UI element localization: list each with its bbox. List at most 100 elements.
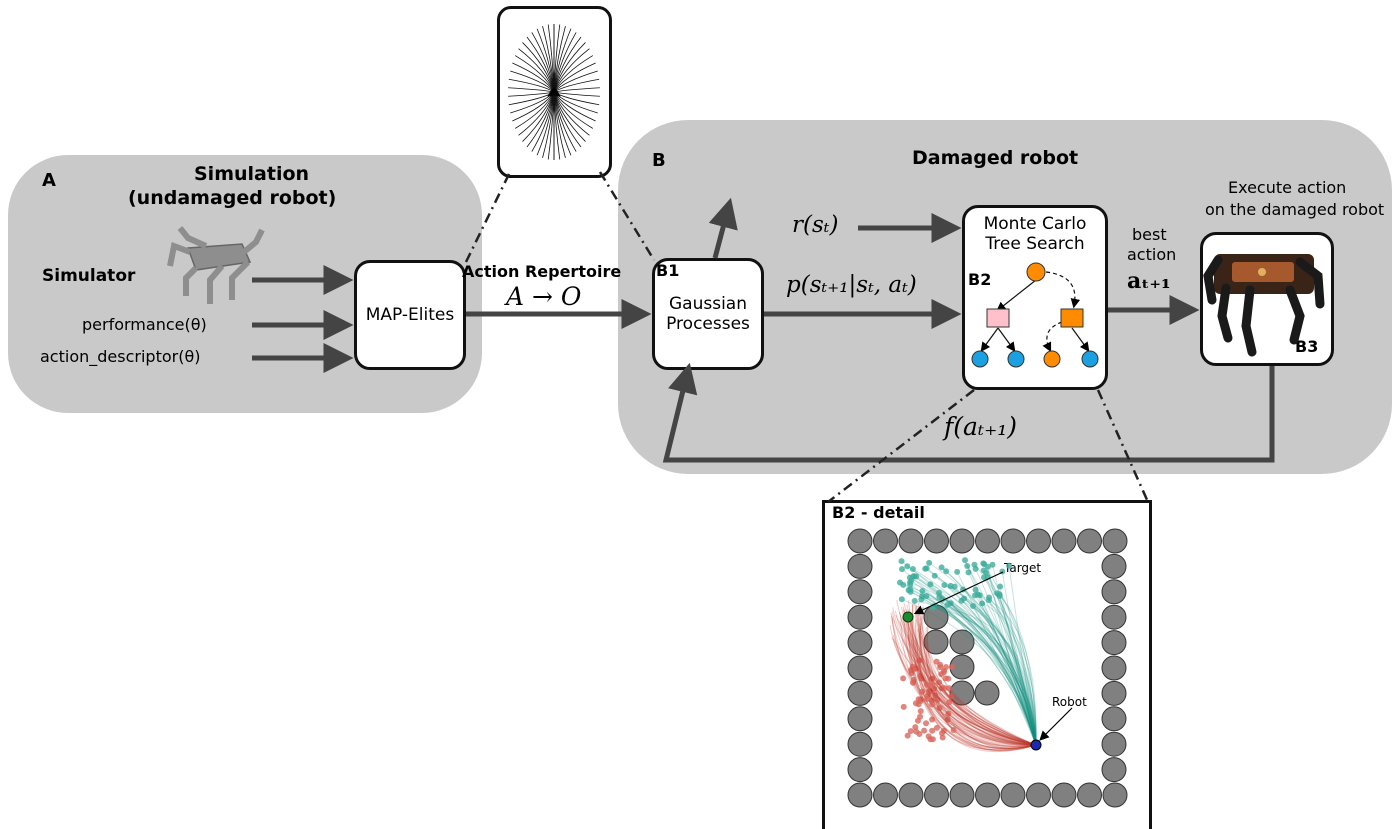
panel-a-letter: A: [42, 170, 56, 191]
panel-a-title-line2: (undamaged robot): [128, 187, 337, 209]
best-action-line1: best: [1132, 225, 1167, 244]
teal-rollout-path: [985, 572, 1037, 746]
red-rollout-node: [912, 700, 919, 707]
execute-line2: on the damaged robot: [1205, 200, 1385, 219]
red-rollout-path: [907, 615, 1037, 746]
red-rollout-path: [922, 607, 1037, 746]
red-rollout-node: [929, 701, 936, 708]
red-rollout-path: [903, 638, 1037, 746]
teal-rollout-path: [924, 568, 1037, 746]
maze-obstacle: [847, 757, 873, 783]
red-rollout-node: [933, 724, 940, 731]
teal-rollout-node: [900, 581, 907, 588]
red-rollout-path: [903, 609, 1037, 746]
teal-rollout-node: [997, 583, 1004, 590]
teal-rollout-node: [958, 597, 965, 604]
teal-rollout-path: [914, 600, 1037, 746]
teal-rollout-path: [934, 575, 1037, 746]
maze-obstacle: [975, 782, 1000, 808]
maze-obstacle: [1101, 757, 1127, 783]
teal-rollout-path: [938, 592, 1037, 746]
teal-rollout-node: [907, 581, 914, 588]
teal-rollout-node: [904, 563, 911, 570]
maze-obstacle: [873, 782, 898, 808]
red-rollout-path: [919, 612, 1037, 746]
teal-rollout-path: [921, 598, 1037, 746]
red-rollout-node: [900, 703, 907, 710]
repertoire-field-lines: [508, 24, 600, 160]
red-rollout-path: [905, 608, 1037, 746]
red-rollout-path: [926, 607, 1037, 746]
performance-input-label: performance(θ): [82, 315, 207, 334]
red-rollout-node: [948, 693, 955, 700]
teal-rollout-node: [918, 596, 925, 603]
red-rollout-path: [907, 634, 1037, 751]
red-rollout-node: [917, 713, 924, 720]
red-rollout-path: [906, 619, 1037, 750]
map-elites-label: MAP-Elites: [365, 305, 455, 325]
panel-a-arrows: [252, 265, 652, 373]
teal-rollout-node: [996, 593, 1003, 600]
feedback-label: f(aₜ₊₁): [944, 412, 1018, 441]
red-rollout-node: [910, 677, 917, 684]
panel-a-title-line1: Simulation: [194, 163, 310, 185]
maze-obstacle: [847, 731, 873, 757]
tree-leaf-3: [1043, 350, 1061, 368]
teal-rollout-node: [962, 557, 969, 564]
teal-rollout-path: [902, 584, 1037, 746]
red-rollout-path: [918, 626, 1037, 746]
teal-rollout-node: [980, 567, 987, 574]
red-rollout-node: [921, 727, 928, 734]
repertoire-mapping: A → O: [506, 282, 582, 311]
red-rollout-path: [890, 612, 1037, 746]
teal-rollout-node: [938, 564, 945, 571]
teal-rollout-path: [901, 560, 1037, 746]
red-rollout-path: [916, 629, 1037, 746]
descriptor-input-label: action_descriptor(θ): [40, 347, 201, 366]
detail-title: B2 - detail: [832, 503, 925, 522]
maze-obstacle: [847, 579, 873, 605]
robot-pointer: [1039, 707, 1073, 741]
tree-leaf-2: [1007, 350, 1025, 368]
maze-obstacle: [1000, 528, 1026, 554]
teal-rollout-node: [985, 597, 992, 604]
teal-rollout-node: [944, 602, 951, 609]
target-marker: [902, 611, 914, 623]
red-rollout-path: [917, 611, 1037, 748]
red-rollout-path: [920, 635, 1037, 746]
red-rollout-path: [903, 603, 1037, 746]
red-rollout-path: [900, 606, 1037, 746]
teal-rollout-node: [898, 596, 905, 603]
maze-obstacle: [1101, 579, 1127, 605]
teal-rollout-node: [909, 565, 916, 572]
maze-obstacle: [847, 553, 873, 579]
teal-rollout-node: [923, 593, 930, 600]
teal-rollout-node: [976, 592, 983, 599]
red-rollout-path: [905, 620, 1037, 746]
gaussian-process-box: Gaussian Processes: [652, 258, 764, 370]
teal-rollout-node: [931, 572, 938, 579]
teal-rollout-node: [911, 573, 918, 580]
red-rollout-path: [901, 617, 1037, 746]
panel-b-arrows: [662, 197, 1275, 463]
teal-rollout-node: [941, 582, 948, 589]
teal-rollout-node: [947, 582, 954, 589]
teal-rollout-path: [910, 580, 1037, 746]
transition-label: p(sₜ₊₁|sₜ, aₜ): [786, 272, 917, 298]
teal-rollout-path: [1008, 565, 1037, 746]
red-rollout-path: [910, 621, 1037, 747]
b2-tag: B2: [968, 270, 992, 289]
gp-label-line2: Processes: [666, 314, 750, 334]
red-rollout-node: [929, 681, 936, 688]
teal-rollout-path: [901, 568, 1037, 746]
maze-obstacle: [1101, 731, 1127, 757]
damaged-robot-photo: [1203, 254, 1325, 357]
teal-rollout-path: [988, 597, 1037, 746]
teal-rollout-path: [944, 584, 1037, 746]
tree-leaf-1: [971, 350, 989, 368]
red-rollout-node: [946, 699, 953, 706]
red-rollout-node: [941, 685, 948, 692]
red-rollout-path: [899, 620, 1037, 746]
best-action-symbol: aₜ₊₁: [1127, 268, 1171, 294]
gp-label-line1: Gaussian: [669, 294, 747, 314]
